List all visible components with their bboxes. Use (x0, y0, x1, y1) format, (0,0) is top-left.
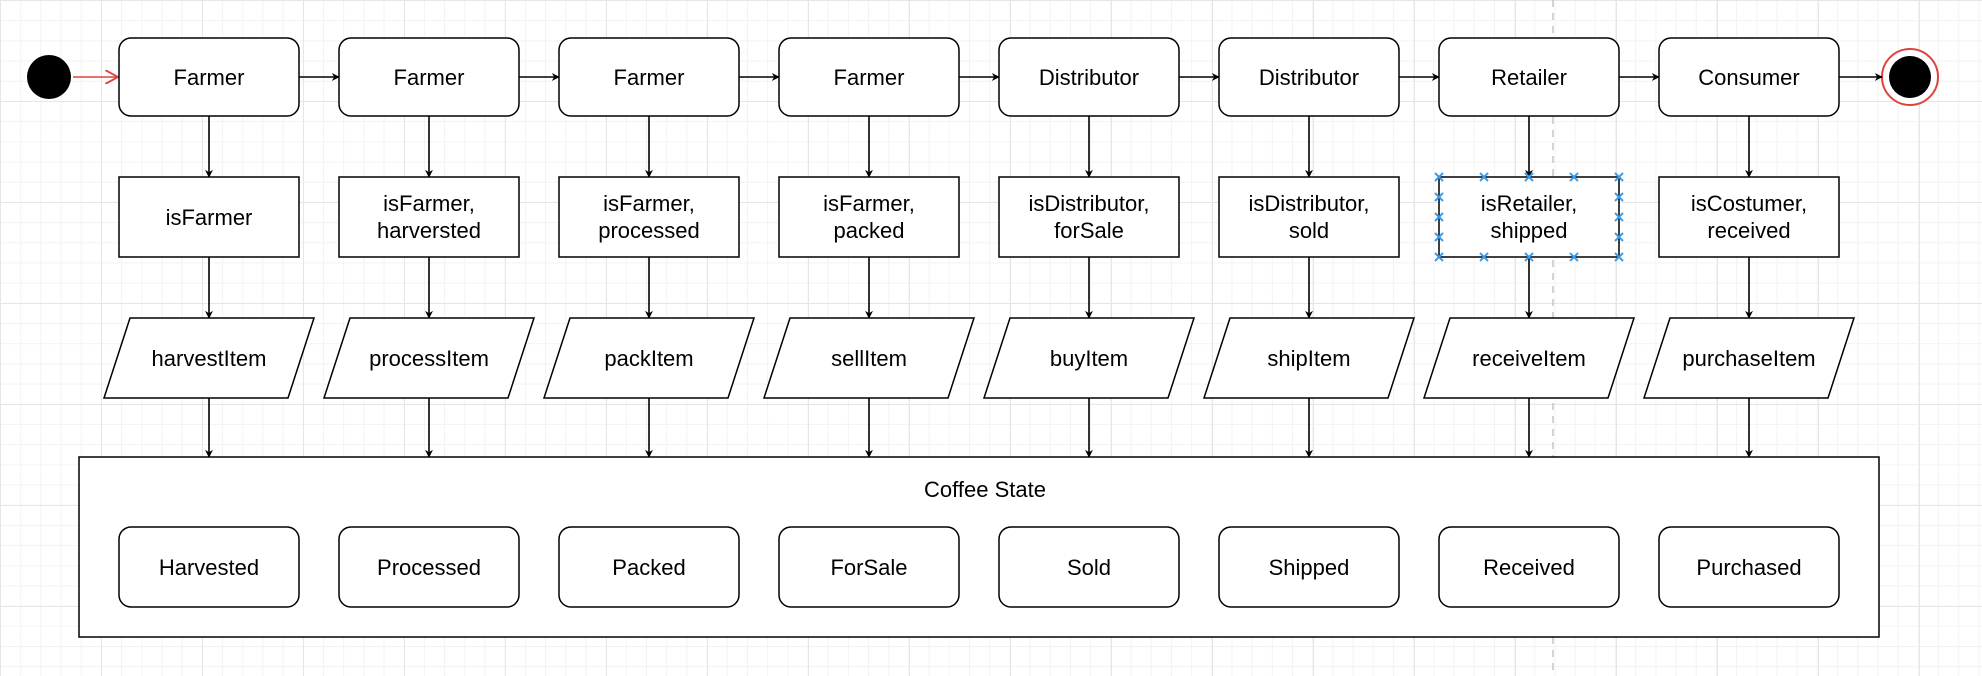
actor-label: Distributor (1039, 65, 1139, 90)
state-node[interactable]: Sold (998, 526, 1180, 608)
condition-label: isFarmer, (823, 191, 915, 216)
function-label: packItem (604, 346, 693, 371)
actor-node[interactable]: Farmer (338, 37, 520, 117)
function-label: processItem (369, 346, 489, 371)
resize-handle[interactable] (1569, 252, 1579, 262)
condition-label: isDistributor, (1248, 191, 1369, 216)
state-label: Shipped (1269, 555, 1350, 580)
actor-node[interactable]: Farmer (558, 37, 740, 117)
state-node[interactable]: ForSale (778, 526, 960, 608)
actor-node[interactable]: Consumer (1658, 37, 1840, 117)
state-label: Sold (1067, 555, 1111, 580)
function-node[interactable]: sellItem (762, 317, 976, 399)
condition-label: forSale (1054, 218, 1124, 243)
resize-handle[interactable] (1569, 172, 1579, 182)
actor-row: Farmer Farmer Farmer Farmer Distributor Distr… (118, 37, 1840, 117)
resize-handle[interactable] (1614, 192, 1624, 202)
condition-node[interactable]: isDistributor,forSale (998, 176, 1180, 258)
condition-label: isFarmer (166, 205, 253, 230)
actor-label: Distributor (1259, 65, 1359, 90)
coffee-state-title: Coffee State (924, 477, 1046, 502)
actor-node[interactable]: Retailer (1438, 37, 1620, 117)
condition-node[interactable]: isFarmer,packed (778, 176, 960, 258)
selection-handles[interactable] (1434, 172, 1624, 262)
condition-label: isCostumer, (1691, 191, 1807, 216)
condition-row: isFarmerisFarmer,harverstedisFarmer,proc… (118, 176, 1840, 258)
condition-label: sold (1289, 218, 1329, 243)
actor-node[interactable]: Distributor (1218, 37, 1400, 117)
condition-label: received (1707, 218, 1790, 243)
resize-handle[interactable] (1524, 172, 1534, 182)
start-node[interactable] (27, 55, 71, 99)
function-label: purchaseItem (1682, 346, 1815, 371)
function-node[interactable]: packItem (542, 317, 756, 399)
state-label: Harvested (159, 555, 259, 580)
state-node[interactable]: Received (1438, 526, 1620, 608)
actor-label: Farmer (614, 65, 685, 90)
condition-node[interactable]: isCostumer,received (1658, 176, 1840, 258)
condition-label: harversted (377, 218, 481, 243)
state-node[interactable]: Packed (558, 526, 740, 608)
state-node[interactable]: Purchased (1658, 526, 1840, 608)
resize-handle[interactable] (1479, 172, 1489, 182)
state-node[interactable]: Shipped (1218, 526, 1400, 608)
function-node[interactable]: receiveItem (1422, 317, 1636, 399)
resize-handle[interactable] (1614, 252, 1624, 262)
resize-handle[interactable] (1614, 172, 1624, 182)
resize-handle[interactable] (1434, 232, 1444, 242)
condition-node[interactable]: isFarmer,harversted (338, 176, 520, 258)
end-node[interactable] (1881, 48, 1939, 106)
state-label: ForSale (830, 555, 907, 580)
condition-node[interactable]: isRetailer,shipped (1438, 176, 1620, 258)
condition-label: shipped (1490, 218, 1567, 243)
condition-label: isFarmer, (603, 191, 695, 216)
actor-node[interactable]: Farmer (778, 37, 960, 117)
condition-node[interactable]: isFarmer,processed (558, 176, 740, 258)
resize-handle[interactable] (1614, 212, 1624, 222)
resize-handle[interactable] (1434, 172, 1444, 182)
state-row: Harvested Processed Packed ForSale Sold Shipp… (118, 526, 1840, 608)
state-label: Received (1483, 555, 1575, 580)
actor-label: Retailer (1491, 65, 1567, 90)
state-label: Processed (377, 555, 481, 580)
function-node[interactable]: buyItem (982, 317, 1196, 399)
function-node[interactable]: shipItem (1202, 317, 1416, 399)
resize-handle[interactable] (1434, 212, 1444, 222)
function-label: receiveItem (1472, 346, 1586, 371)
state-label: Packed (612, 555, 685, 580)
resize-handle[interactable] (1479, 252, 1489, 262)
condition-label: isRetailer, (1481, 191, 1578, 216)
resize-handle[interactable] (1524, 252, 1534, 262)
actor-node[interactable]: Farmer (118, 37, 300, 117)
condition-label: processed (598, 218, 700, 243)
condition-node[interactable]: isDistributor,sold (1218, 176, 1400, 258)
function-node[interactable]: harvestItem (102, 317, 316, 399)
actor-label: Farmer (394, 65, 465, 90)
resize-handle[interactable] (1434, 252, 1444, 262)
resize-handle[interactable] (1614, 232, 1624, 242)
actor-label: Farmer (174, 65, 245, 90)
state-label: Purchased (1696, 555, 1801, 580)
function-node[interactable]: purchaseItem (1642, 317, 1856, 399)
actor-node[interactable]: Distributor (998, 37, 1180, 117)
condition-label: packed (834, 218, 905, 243)
condition-label: isFarmer, (383, 191, 475, 216)
condition-label: isDistributor, (1028, 191, 1149, 216)
condition-node[interactable]: isFarmer (118, 176, 300, 258)
state-node[interactable]: Harvested (118, 526, 300, 608)
function-label: buyItem (1050, 346, 1128, 371)
actor-label: Consumer (1698, 65, 1799, 90)
function-row: harvestItem processItem packItem sellItem bu… (102, 317, 1856, 399)
resize-handle[interactable] (1434, 192, 1444, 202)
function-node[interactable]: processItem (322, 317, 536, 399)
state-node[interactable]: Processed (338, 526, 520, 608)
function-label: shipItem (1267, 346, 1350, 371)
function-label: sellItem (831, 346, 907, 371)
actor-label: Farmer (834, 65, 905, 90)
function-label: harvestItem (152, 346, 267, 371)
